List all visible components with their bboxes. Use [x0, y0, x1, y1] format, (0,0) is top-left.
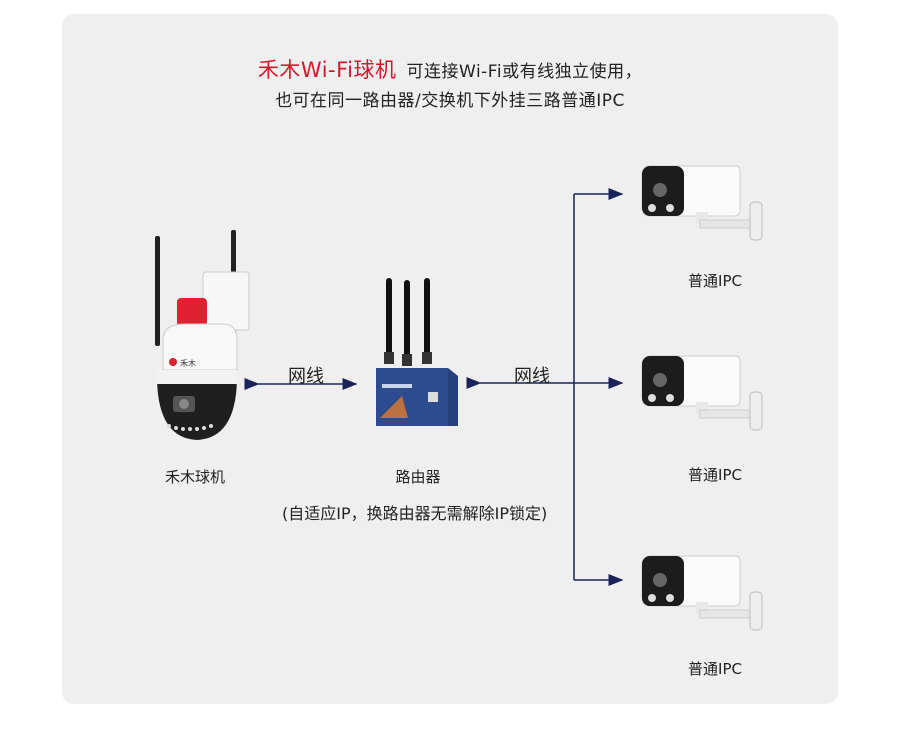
- brand-title: 禾木Wi-Fi球机: [257, 58, 397, 82]
- router-note: (自适应IP，换路由器无需解除IP锁定): [282, 504, 548, 523]
- ipc-camera-image-3: [640, 550, 766, 638]
- header-text-1: 可连接Wi-Fi或有线独立使用，: [406, 62, 643, 82]
- header-line-1: 禾木Wi-Fi球机可连接Wi-Fi或有线独立使用，: [0, 54, 900, 84]
- ipc-camera-image-1: [640, 160, 766, 248]
- dome-logo-text: 禾木: [180, 358, 196, 368]
- cable-label-right: 网线: [514, 366, 550, 387]
- ipc-label-1: 普通IPC: [688, 272, 742, 290]
- ipc-camera-image-2: [640, 350, 766, 438]
- ipc-label-2: 普通IPC: [688, 466, 742, 484]
- header-line-2: 也可在同一路由器/交换机下外挂三路普通IPC: [275, 91, 625, 111]
- router-image: [372, 276, 462, 430]
- router-label: 路由器: [395, 468, 441, 486]
- cable-label-left: 网线: [288, 366, 324, 387]
- dome-camera-label: 禾木球机: [164, 468, 225, 486]
- dome-camera-image: 禾木: [145, 228, 265, 448]
- ipc-label-3: 普通IPC: [688, 660, 742, 678]
